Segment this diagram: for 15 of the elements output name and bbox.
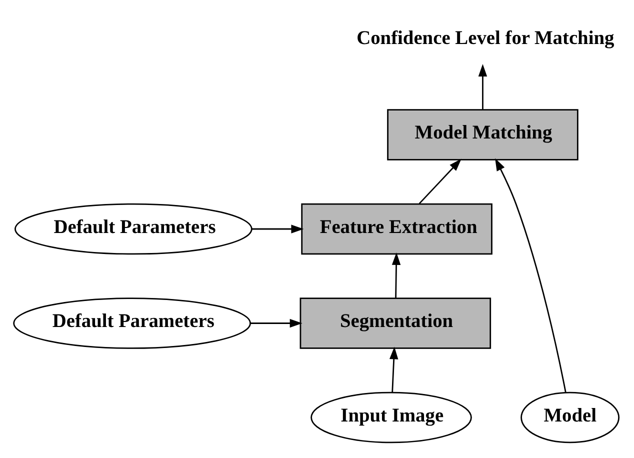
node-box: Segmentation: [300, 298, 492, 349]
arrow: [392, 252, 401, 298]
node-text: Confidence Level for Matching: [356, 28, 614, 50]
node-ellipse: Default Parameters: [13, 298, 251, 349]
arrow: [252, 224, 304, 234]
node-ellipse: Default Parameters: [14, 203, 252, 255]
node-box: Feature Extraction: [301, 203, 492, 255]
arrow: [478, 64, 488, 110]
arrow: [389, 346, 398, 392]
arrow: [418, 158, 462, 204]
node-ellipse: Model: [520, 392, 620, 444]
arrow: [250, 318, 302, 328]
node-ellipse: Input Image: [310, 392, 472, 444]
node-box: Model Matching: [387, 109, 578, 160]
arrow: [495, 158, 566, 392]
